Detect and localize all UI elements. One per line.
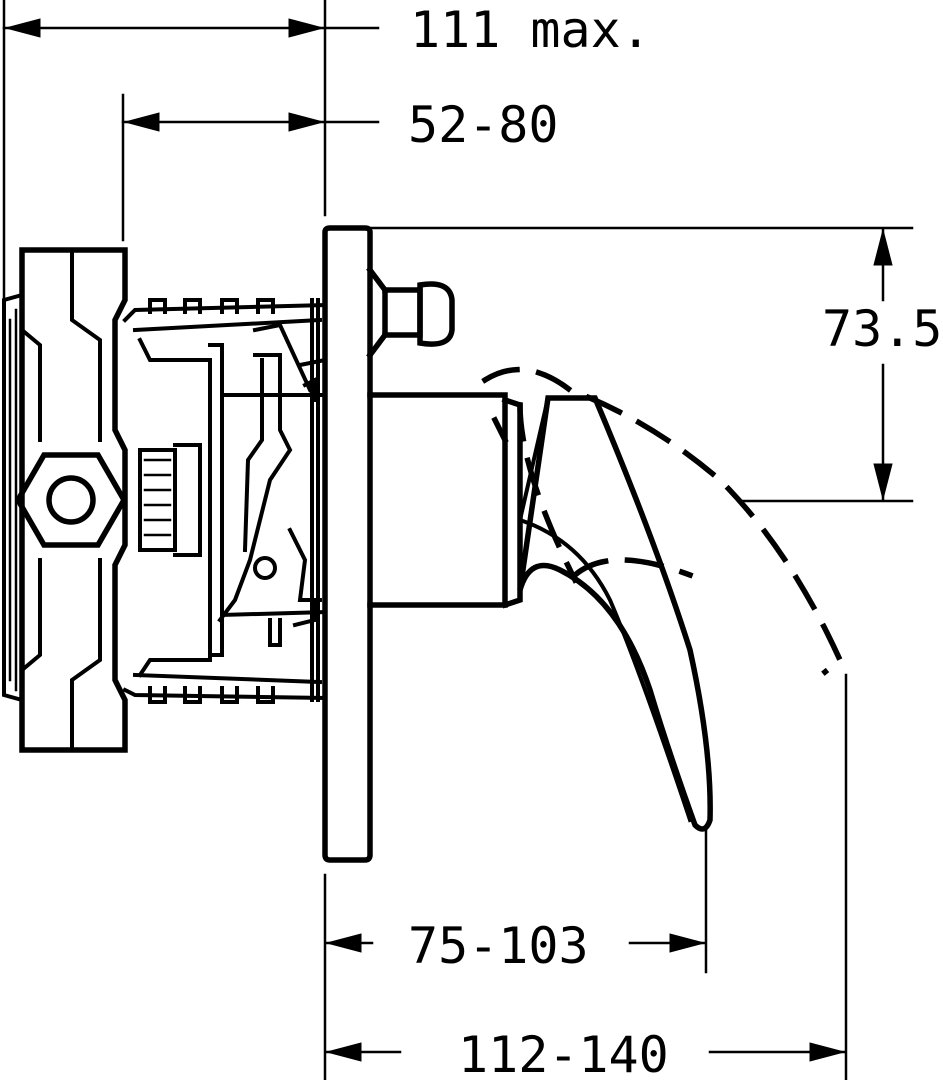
dim-label-lever-reach-max: 112-140: [458, 1026, 669, 1080]
cartridge-mechanism: [122, 298, 328, 704]
dimension-lever-reach: 75-103: [323, 828, 708, 1080]
diverter-knob: [366, 266, 455, 359]
dimension-install-depth: 52-80: [121, 93, 559, 242]
dimension-lever-height: 73.5: [363, 226, 942, 503]
dim-label-install-depth: 52-80: [408, 96, 559, 154]
dim-label-lever-reach: 75-103: [408, 917, 589, 975]
dim-label-overall-depth: 111 max.: [410, 1, 651, 59]
mixer-body: [2, 247, 128, 753]
dim-label-lever-height: 73.5: [822, 300, 942, 358]
dimension-overall-depth: 111 max.: [2, 0, 651, 302]
lever-alternate-position: [481, 366, 844, 676]
lever-body: [367, 392, 713, 832]
dimension-lever-reach-max: 112-140: [325, 673, 848, 1080]
wall-plate: [310, 225, 373, 863]
